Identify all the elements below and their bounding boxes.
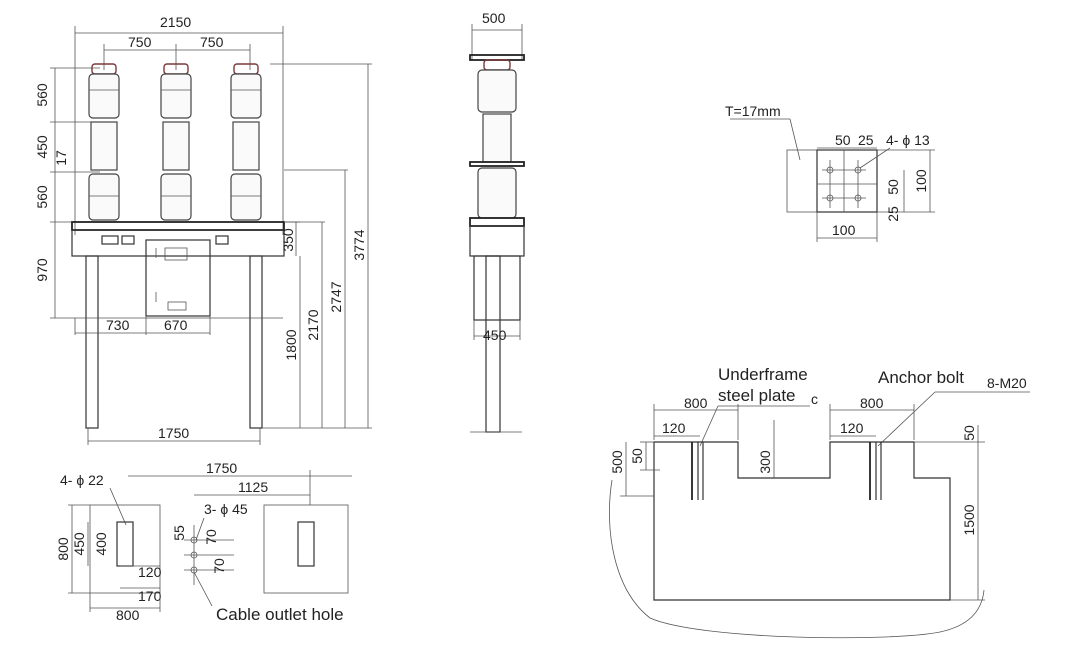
plate-dim-25: 25 [858,132,874,148]
dim-w-730: 730 [106,317,130,333]
pole-middle [160,63,192,221]
dim-h-top: 560 [34,83,50,107]
dim-w-670: 670 [164,317,188,333]
cable-outlet-label: Cable outlet hole [216,605,344,624]
dim-pitch-right: 750 [200,34,224,50]
dim-total-width: 2150 [160,14,191,30]
underframe-label-1: Underframe [718,365,808,384]
dim-h-low: 560 [34,185,50,209]
top-plate [71,221,285,231]
dim-h-mid: 450 [34,135,50,159]
floor-d-120: 120 [138,564,162,580]
floor-plan: 4- ϕ 22 1750 1125 800 450 400 120 170 80… [55,460,352,624]
dim-side-bottom: 450 [483,327,507,343]
plate-dim-50: 50 [835,132,851,148]
found-left-800: 800 [684,395,708,411]
dim-base-1750: 1750 [158,425,189,441]
dim-h-3774: 3774 [351,229,367,260]
leg-left [85,255,99,429]
found-h-1500: 1500 [961,504,977,535]
mechanism-box [71,229,285,257]
floor-h-400: 400 [93,532,109,556]
leg-right [249,255,263,429]
ground-outline [609,479,985,639]
plate-dim-100h: 100 [832,222,856,238]
dim-side-top: 500 [482,10,506,26]
floor-h-800: 800 [55,537,71,561]
found-h-300: 300 [757,450,773,474]
found-left-120: 120 [662,420,686,436]
underframe-suffix: c [811,391,818,407]
floor-d-70a: 70 [203,529,219,545]
floor-holes: 4- ϕ 22 [60,472,104,488]
dim-h-2170: 2170 [305,309,321,340]
floor-w-1125: 1125 [238,479,268,495]
floor-d-170: 170 [138,588,162,604]
dim-pitch-left: 750 [128,34,152,50]
plate-thickness-label: T=17mm [725,103,781,119]
found-r-50: 50 [961,425,977,441]
floor-cable-holes: 3- ϕ 45 [204,501,248,517]
front-view: 2150 750 750 560 450 17 560 970 [34,14,372,445]
plate-dim-100v: 100 [913,169,929,193]
plate-dim-50v: 50 [885,179,901,195]
pole-left [88,63,120,221]
found-right-800: 800 [860,395,884,411]
found-right-120: 120 [840,420,864,436]
plate-dim-25v: 25 [885,206,901,222]
foundation-pad-left [89,504,161,594]
dim-h-2747: 2747 [328,281,344,312]
dim-h-350: 350 [280,228,296,252]
dim-h-box: 970 [34,258,50,282]
anchor-bolt-label: Anchor bolt [878,368,964,387]
floor-h-450: 450 [71,532,87,556]
foundation-section: Underframe steel plate c Anchor bolt 8-M… [609,365,1030,639]
control-cabinet [145,239,211,317]
floor-d-70b: 70 [211,558,227,574]
plate-detail: T=17mm 50 25 4- ϕ 13 100 50 25 100 [725,103,935,242]
floor-w-1750: 1750 [206,460,237,476]
dim-h-1800: 1800 [283,329,299,360]
plate-holes: 4- ϕ 13 [886,132,930,148]
floor-d-55: 55 [171,525,187,541]
foundation-pad-right [263,504,349,594]
anchor-bolt-spec: 8-M20 [987,375,1027,391]
floor-w-800: 800 [116,607,140,623]
underframe-label-2: steel plate [718,386,796,405]
found-h-50: 50 [629,448,645,464]
pole-right [230,63,262,221]
dim-h-gap: 17 [53,150,69,166]
side-view: 500 450 [469,10,525,433]
found-h-500: 500 [609,450,625,474]
